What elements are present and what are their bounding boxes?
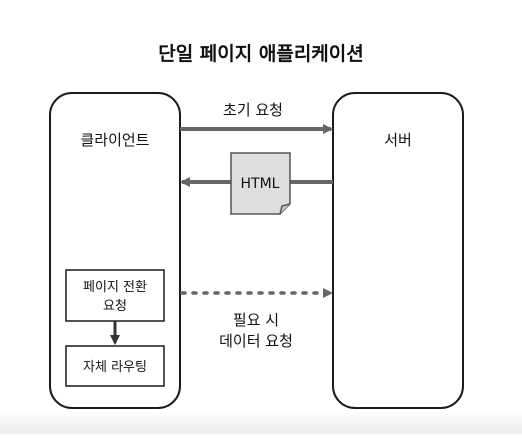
- client-label: 클라이언트: [80, 131, 149, 149]
- bottom-shadow: [0, 412, 522, 434]
- page-transition-line2: 요청: [103, 299, 127, 314]
- self-routing-label: 자체 라우팅: [83, 360, 147, 375]
- client-box: [49, 92, 181, 409]
- page-transition-line1: 페이지 전환: [83, 280, 147, 295]
- html-document-label: HTML: [241, 176, 280, 192]
- document-fold-icon: [279, 203, 291, 215]
- self-routing-box: [65, 345, 165, 387]
- page-transition-box: [65, 269, 165, 322]
- diagram-title: 단일 페이지 애플리케이션: [158, 43, 364, 65]
- initial-request-label: 초기 요청: [223, 101, 283, 119]
- data-request-line2: 데이터 요청: [219, 332, 293, 350]
- server-box: [332, 92, 464, 409]
- server-label: 서버: [384, 131, 412, 149]
- data-request-line1: 필요 시: [233, 311, 279, 329]
